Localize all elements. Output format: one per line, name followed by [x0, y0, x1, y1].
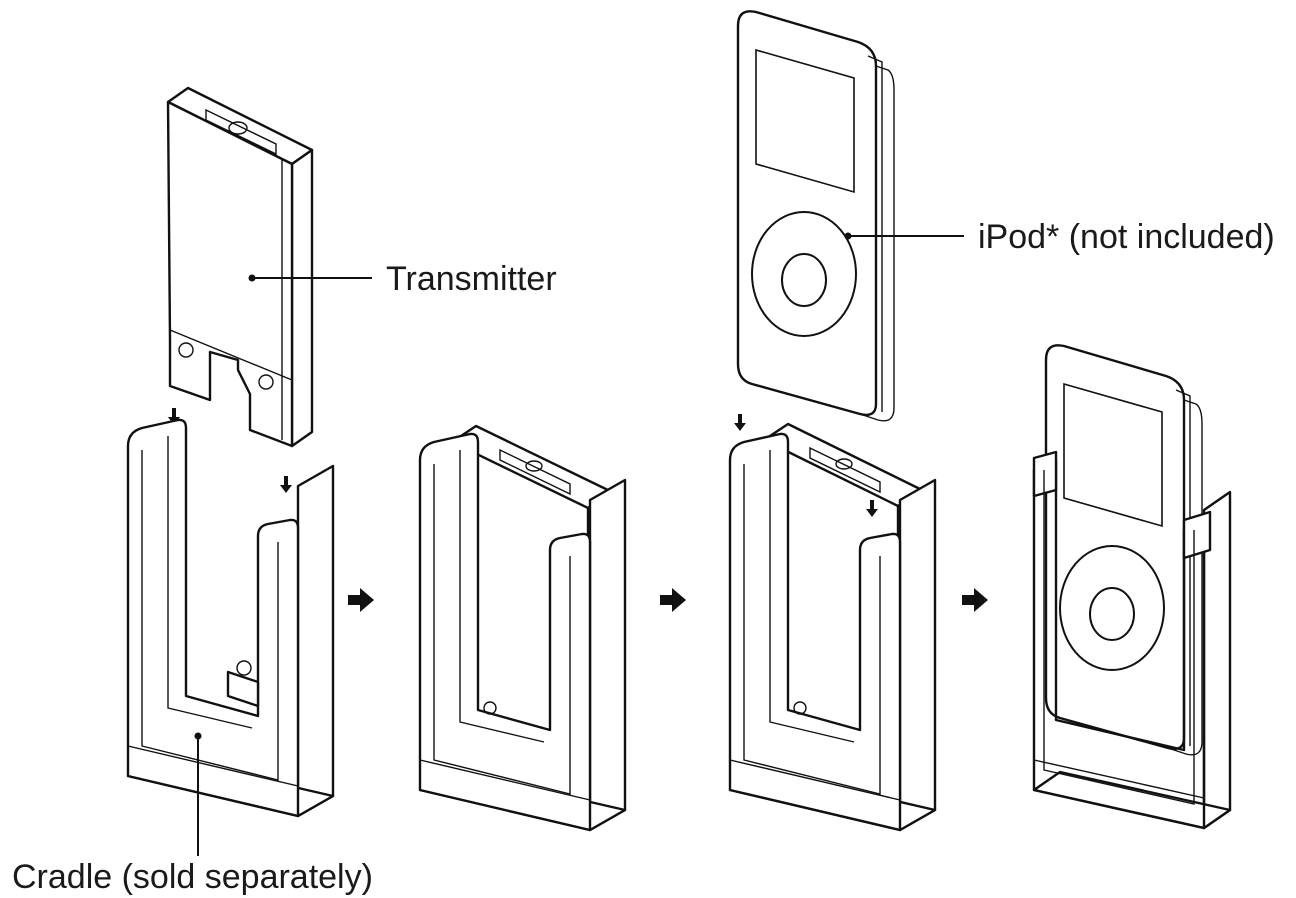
- step-3-group: [728, 10, 964, 832]
- step-1-group: [126, 86, 372, 856]
- cradle-device: [728, 432, 937, 832]
- down-arrow-icon: [866, 500, 878, 517]
- step-4-group: [1032, 344, 1232, 830]
- transmitter-device: [166, 86, 314, 448]
- ipod-leader: [844, 232, 964, 240]
- cradle-device: [126, 418, 335, 818]
- transmitter-label: Transmitter: [386, 260, 557, 298]
- cradle-device: [1032, 450, 1232, 830]
- cradle-label: Cradle (sold separately): [12, 858, 373, 896]
- cradle-leader: [194, 732, 202, 856]
- step-2-group: [418, 424, 627, 832]
- step-arrow-icon: [660, 588, 686, 612]
- down-arrow-icon: [280, 476, 292, 493]
- down-arrow-icon: [734, 414, 746, 431]
- step-arrow-icon: [962, 588, 988, 612]
- transmitter-leader: [248, 274, 372, 282]
- cradle-device: [418, 432, 627, 832]
- docked-ipod: [1044, 344, 1204, 756]
- ipod-label: iPod* (not included): [978, 218, 1275, 256]
- ipod-device: [736, 10, 896, 422]
- step-arrow-icon: [348, 588, 374, 612]
